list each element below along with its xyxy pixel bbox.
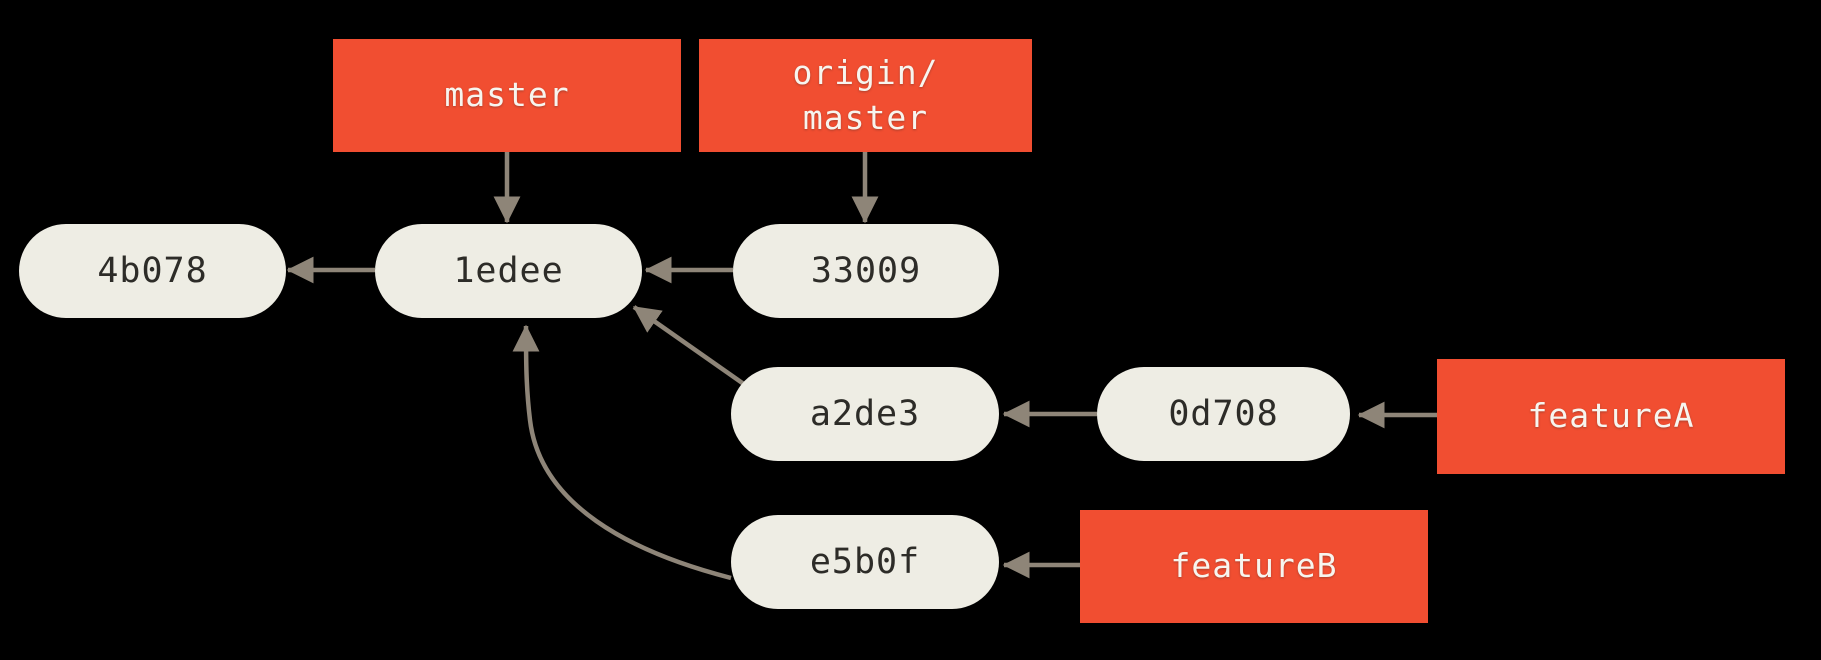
commit-node-4b078: 4b078: [19, 224, 286, 318]
commit-node-1edee: 1edee: [375, 224, 642, 318]
commit-node-a2de3: a2de3: [731, 367, 999, 461]
branch-label-featureB: featureB: [1080, 510, 1428, 623]
branch-label-master: master: [333, 39, 681, 152]
edge-e5b0f-to-1edee-arrow: [512, 324, 732, 581]
edge-a2de3-to-1edee-arrow: [632, 305, 760, 396]
branch-label-featureA: featureA: [1437, 359, 1785, 474]
branch-label-origin-master: origin/ master: [699, 39, 1032, 152]
commit-node-e5b0f: e5b0f: [731, 515, 999, 609]
commit-node-0d708: 0d708: [1097, 367, 1350, 461]
commit-node-33009: 33009: [733, 224, 999, 318]
